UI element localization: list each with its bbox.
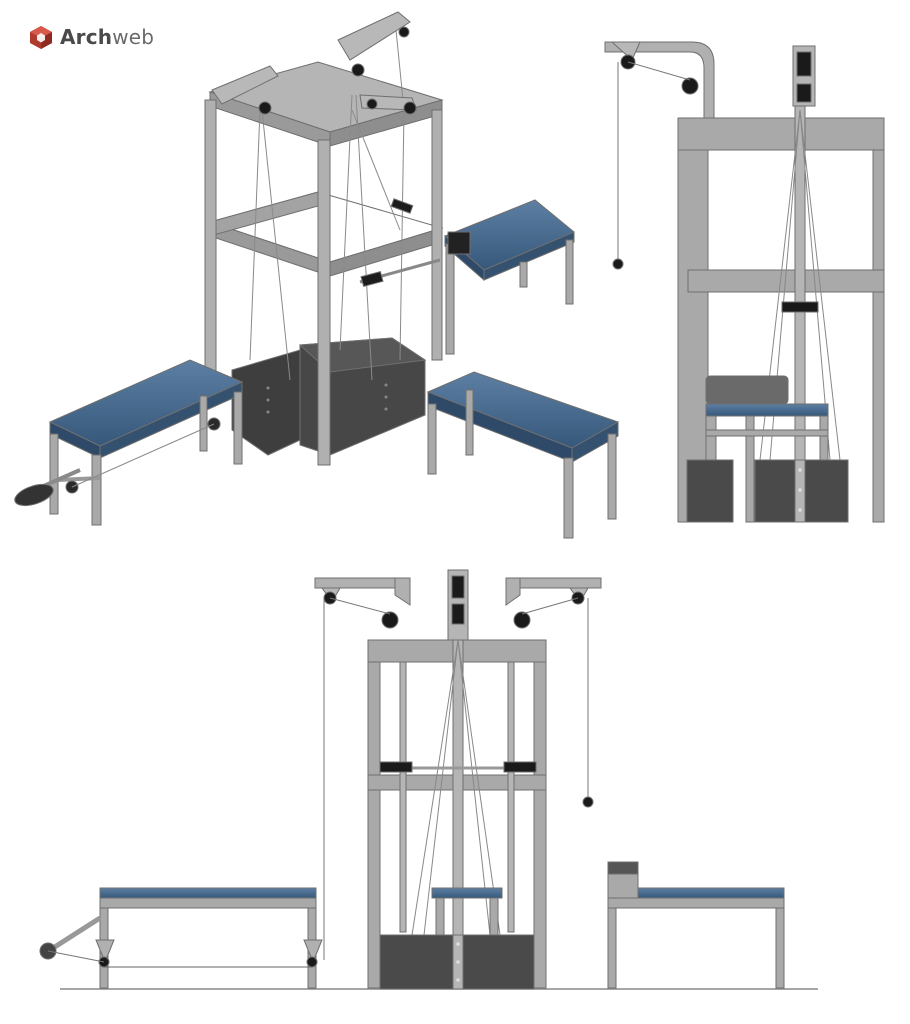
logo-text-bold: Arch [60,25,113,49]
front-elevation-view [39,569,818,990]
logo-text: Archweb [60,25,154,49]
side-elevation-view [604,41,885,523]
isometric-view [14,11,620,539]
archweb-logo[interactable]: Archweb [28,24,154,50]
archweb-cube-icon [30,26,52,49]
logo-text-light: web [112,25,155,49]
